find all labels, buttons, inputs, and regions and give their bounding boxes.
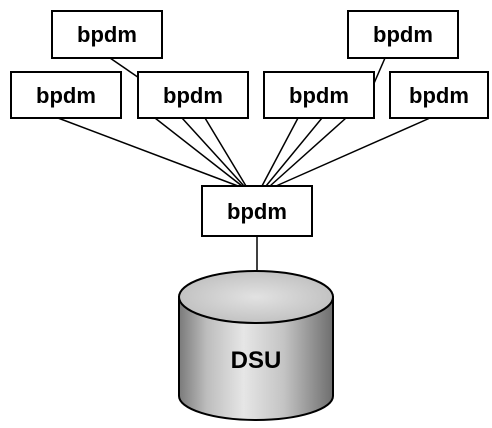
storage-cylinder: DSU bbox=[178, 270, 334, 421]
link-center-right-c-to-hub bbox=[269, 117, 347, 187]
node-right: bpdm bbox=[389, 71, 489, 119]
node-left: bpdm bbox=[10, 71, 122, 119]
node-top-left: bpdm bbox=[51, 10, 163, 59]
link-center-right-a-to-hub bbox=[261, 117, 299, 187]
node-hub: bpdm bbox=[201, 185, 313, 237]
node-label: bpdm bbox=[36, 83, 96, 108]
storage-label: DSU bbox=[231, 347, 282, 374]
link-center-left-c-to-hub bbox=[204, 117, 247, 187]
node-label: bpdm bbox=[163, 83, 223, 108]
link-center-left-b-to-hub bbox=[181, 117, 245, 187]
node-label: bpdm bbox=[289, 83, 349, 108]
node-center-left: bpdm bbox=[137, 71, 249, 119]
node-label: bpdm bbox=[227, 199, 287, 224]
cylinder-top bbox=[178, 270, 334, 324]
link-center-left-a-to-hub bbox=[154, 117, 243, 187]
connectors bbox=[57, 57, 431, 270]
node-top-right: bpdm bbox=[347, 10, 459, 59]
link-left-to-hub bbox=[57, 117, 239, 187]
cylinder-body bbox=[178, 296, 334, 421]
node-label: bpdm bbox=[409, 83, 469, 108]
link-center-right-b-to-hub bbox=[265, 117, 323, 187]
node-label: bpdm bbox=[373, 22, 433, 47]
node-center-right: bpdm bbox=[263, 71, 375, 119]
node-label: bpdm bbox=[77, 22, 137, 47]
link-right-to-hub bbox=[275, 117, 431, 187]
